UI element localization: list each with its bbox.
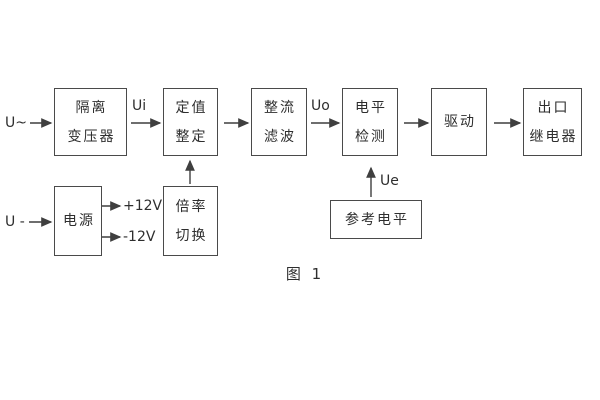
block-isolation-transformer: 隔离 变压器 <box>54 88 127 156</box>
block-label: 滤波 <box>264 128 296 145</box>
ac-input-label: U~ <box>5 115 27 131</box>
block-label: 倍率 <box>175 198 208 215</box>
block-label: 参考电平 <box>345 211 409 228</box>
block-output-relay: 出口 继电器 <box>523 88 582 156</box>
block-label: 变压器 <box>67 128 116 145</box>
block-rectify-filter: 整流 滤波 <box>251 88 307 156</box>
block-label: 整流 <box>264 99 296 116</box>
block-label: 电源 <box>63 213 95 229</box>
block-label: 继电器 <box>529 128 578 145</box>
dc-input-label: U - <box>5 214 25 230</box>
figure-caption: 图 1 <box>285 265 325 283</box>
block-level-detect: 电平 检测 <box>342 88 398 156</box>
block-drive: 驱动 <box>431 88 487 156</box>
minus-12v-label: -12V <box>123 229 156 245</box>
block-ratio-switch: 倍率 切换 <box>163 186 218 256</box>
uo-signal-label: Uo <box>311 98 330 114</box>
plus-12v-label: +12V <box>123 198 163 214</box>
ui-signal-label: Ui <box>132 98 147 114</box>
block-label: 驱动 <box>444 114 476 130</box>
block-setting-adjust: 定值 整定 <box>163 88 218 156</box>
block-reference-level: 参考电平 <box>330 200 422 239</box>
ue-signal-label: Ue <box>380 173 399 189</box>
block-label: 切换 <box>175 227 208 244</box>
block-label: 检测 <box>355 128 387 145</box>
block-label: 整定 <box>175 128 208 145</box>
block-label: 出口 <box>537 99 570 116</box>
block-label: 隔离 <box>75 99 108 116</box>
block-label: 电平 <box>355 99 387 116</box>
block-power-supply: 电源 <box>54 186 102 256</box>
block-label: 定值 <box>175 99 208 116</box>
